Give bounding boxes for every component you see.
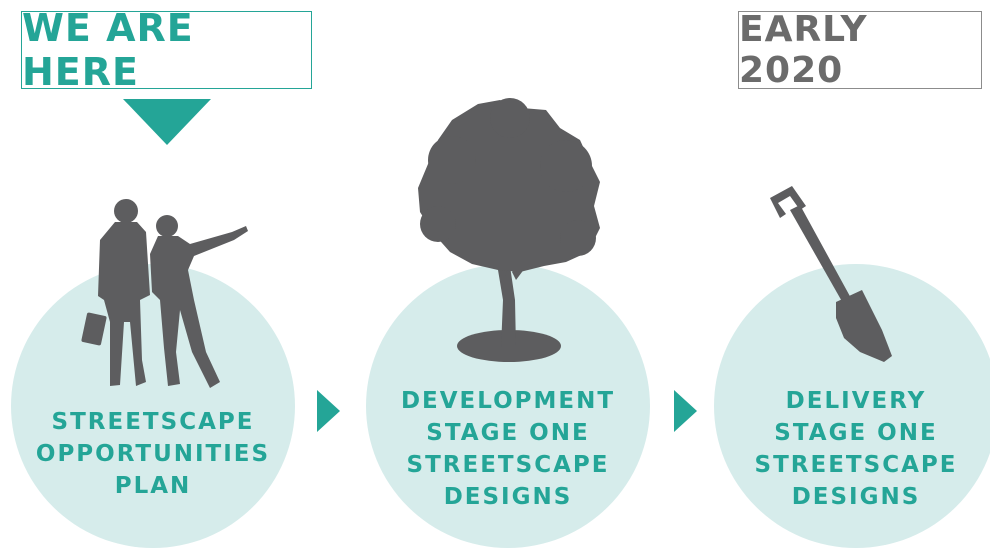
stage-2-line: STAGE ONE (426, 420, 590, 446)
stage-1-line: OPPORTUNITIES (35, 441, 271, 467)
stage-1-label: STREETSCAPE OPPORTUNITIES PLAN (33, 406, 273, 502)
pointer-triangle-icon (123, 99, 211, 145)
stage-3-line: DELIVERY (785, 388, 927, 414)
people-silhouette-icon (81, 199, 248, 388)
stage-3-line: STREETSCAPE (754, 452, 958, 478)
stage-1-line: PLAN (114, 473, 192, 499)
stage-3-label: DELIVERY STAGE ONE STREETSCAPE DESIGNS (736, 385, 976, 513)
tree-silhouette-icon (418, 98, 600, 362)
early-2020-box: EARLY 2020 (738, 9, 982, 91)
stage-1-line: STREETSCAPE (51, 409, 255, 435)
stage-2-line: DEVELOPMENT (400, 388, 616, 414)
stage-3-line: DESIGNS (791, 484, 921, 510)
arrow-right-icon (317, 390, 340, 432)
stage-1-circle (11, 264, 295, 548)
stage-2-line: DESIGNS (443, 484, 573, 510)
date-label: EARLY 2020 (739, 9, 868, 91)
we-are-here-label: WE ARE HERE (22, 6, 194, 94)
stage-2-line: STREETSCAPE (406, 452, 610, 478)
stage-3-line: STAGE ONE (774, 420, 938, 446)
shovel-silhouette-icon (770, 186, 892, 362)
arrow-right-icon (674, 390, 697, 432)
stage-2-label: DEVELOPMENT STAGE ONE STREETSCAPE DESIGN… (388, 385, 628, 513)
we-are-here-box: WE ARE HERE (21, 6, 312, 94)
